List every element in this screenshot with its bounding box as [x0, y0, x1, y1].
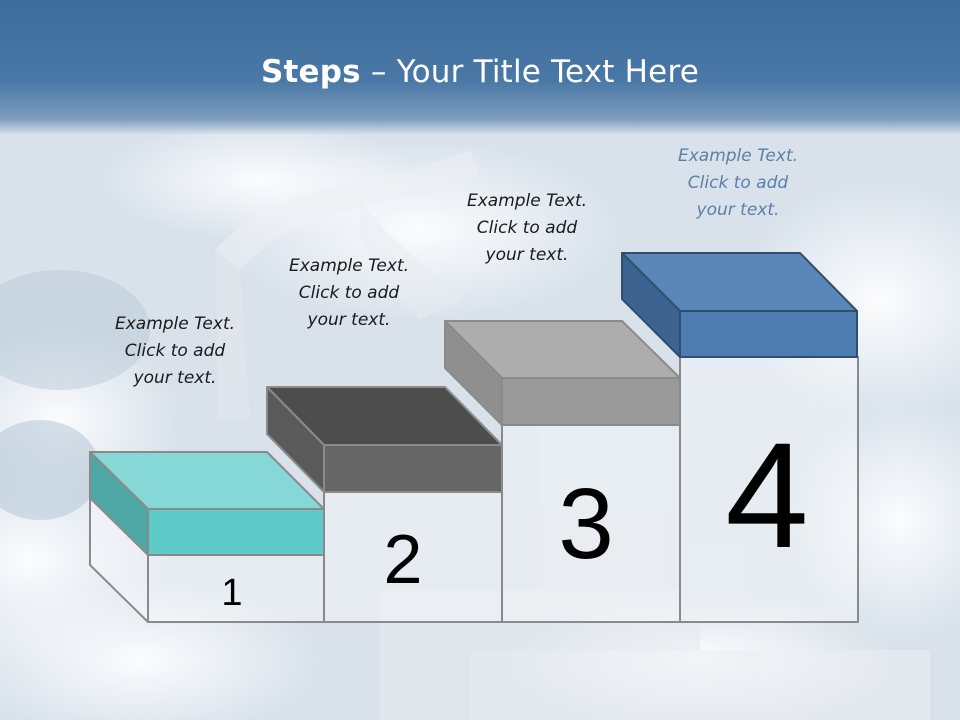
step-3-block[interactable]: [444, 320, 681, 426]
title-bar: [0, 0, 960, 135]
step-1-callout-line-3: your text.: [133, 368, 217, 388]
step-2-column: [323, 491, 503, 623]
step-3-callout-line-3: your text.: [485, 245, 569, 265]
step-3-callout-line-2: Click to add: [476, 218, 578, 238]
step-4-callout-line-3: your text.: [696, 200, 780, 220]
step-1-callout-line-2: Click to add: [124, 341, 226, 361]
step-3-column: [501, 424, 681, 623]
step-1-number: 1: [221, 572, 243, 614]
step-1-block[interactable]: [89, 451, 325, 556]
step-1-callout-line-1: Example Text.: [114, 314, 236, 334]
step-4-number: 4: [725, 411, 809, 579]
step-2-number: 2: [383, 520, 423, 598]
step-4-callout[interactable]: Example Text. Click to add your text.: [648, 143, 828, 224]
step-3-number: 3: [558, 468, 614, 580]
step-1-callout[interactable]: Example Text. Click to add your text.: [85, 311, 265, 392]
step-4-callout-line-2: Click to add: [687, 173, 789, 193]
title-bold: Steps: [260, 54, 361, 90]
step-2-callout-line-2: Click to add: [298, 283, 400, 303]
spiral-staircase: [215, 150, 930, 720]
step-4-column: [679, 356, 859, 623]
step-3-callout[interactable]: Example Text. Click to add your text.: [437, 188, 617, 269]
step-2-callout-line-3: your text.: [307, 310, 391, 330]
step-4-callout-line-1: Example Text.: [677, 146, 799, 166]
step-2-callout[interactable]: Example Text. Click to add your text.: [259, 253, 439, 334]
step-2-callout-line-1: Example Text.: [288, 256, 410, 276]
step-2-block[interactable]: [266, 386, 503, 493]
title-rest: – Your Title Text Here: [360, 54, 699, 90]
step-4-block[interactable]: [621, 252, 858, 358]
step-3-callout-line-1: Example Text.: [466, 191, 588, 211]
slide-title[interactable]: Steps – Your Title Text Here: [0, 54, 960, 90]
